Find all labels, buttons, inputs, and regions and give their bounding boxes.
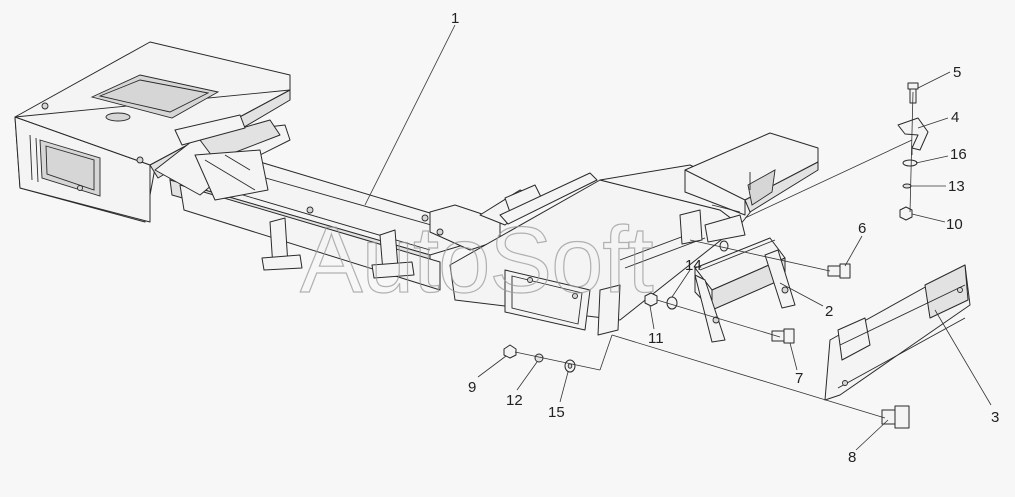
callout-leaders: [364, 24, 992, 451]
bracket-part-4: [897, 117, 929, 155]
main-frame: [154, 114, 598, 291]
callout-2: 2: [825, 303, 833, 320]
callout-6: 6: [858, 220, 866, 237]
nut-part-10: [899, 206, 913, 221]
washer-part-16: [902, 159, 918, 167]
callout-5: 5: [953, 64, 961, 81]
guard-plate-part-3: [824, 264, 971, 401]
spring-washer-part-13: [902, 183, 912, 189]
bracket-part-2: [694, 237, 796, 343]
callout-15: 15: [548, 404, 565, 421]
callout-4: 4: [951, 109, 959, 126]
bolt-part-8: [881, 405, 910, 429]
washer-part-15: [564, 359, 576, 373]
callout-10: 10: [946, 216, 963, 233]
callout-numbers: 1 2 3 4 5 6 7 8 9 10 11 12 13 14 15 16: [451, 10, 999, 466]
callout-14: 14: [685, 257, 702, 274]
callout-12: 12: [506, 392, 523, 409]
bolt-part-7: [771, 328, 795, 344]
assembly-axis-lines: [514, 91, 914, 419]
bolt-part-6: [827, 263, 851, 279]
callout-3: 3: [991, 409, 999, 426]
callout-1: 1: [451, 10, 459, 27]
callout-9: 9: [468, 379, 476, 396]
callout-16: 16: [950, 146, 967, 163]
nut-part-11: [644, 292, 658, 307]
callout-11: 11: [648, 330, 664, 347]
autosoft-watermark: AutoSoft: [300, 207, 653, 312]
nut-part-9: [503, 344, 517, 359]
top-cover-box: [684, 132, 819, 216]
callout-13: 13: [948, 178, 965, 195]
callout-7: 7: [795, 370, 803, 387]
callout-8: 8: [848, 449, 856, 466]
